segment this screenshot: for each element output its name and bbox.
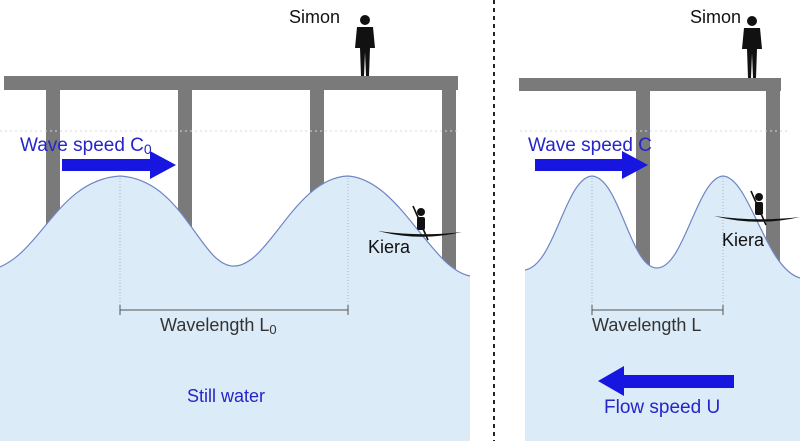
left-water-label: Still water — [187, 386, 265, 406]
left-pier-deck — [4, 76, 458, 90]
right-wave-speed-label: Wave speed C — [528, 135, 652, 156]
right-pier-deck — [519, 78, 781, 91]
right-panel: Wavelength L Wave speed C Flow speed U S… — [519, 7, 800, 441]
right-flow-speed-arrow — [598, 366, 734, 396]
left-water — [0, 176, 470, 441]
left-wave-speed-arrow — [62, 151, 176, 179]
right-water — [525, 176, 800, 441]
right-kayaker-label: Kiera — [722, 230, 765, 250]
left-observer-figure — [355, 15, 375, 76]
left-wave-surface — [0, 175, 470, 277]
left-wavelength-label: Wavelength L0 — [160, 315, 277, 337]
right-pier-pillar-2 — [766, 89, 780, 279]
right-flow-speed-label: Flow speed U — [604, 397, 720, 418]
left-wavelength-dimension — [119, 305, 349, 315]
left-panel: Wavelength L0 Wave speed C0 Still water … — [0, 7, 470, 441]
right-kayaker-figure — [714, 190, 800, 226]
right-wave-speed-arrow — [535, 151, 648, 179]
right-pier — [519, 78, 781, 279]
right-observer-figure — [742, 16, 762, 78]
right-wave-surface — [525, 175, 800, 279]
right-observer-label: Simon — [690, 7, 741, 27]
right-wavelength-dimension — [591, 305, 724, 315]
right-wavelength-label: Wavelength L — [592, 315, 701, 335]
right-pier-pillar-1 — [636, 89, 650, 279]
left-kayaker-figure — [378, 205, 462, 241]
left-pier-pillar-4 — [442, 88, 456, 278]
left-observer-label: Simon — [289, 7, 340, 27]
left-wave-speed-label: Wave speed C0 — [20, 135, 152, 157]
left-kayaker-label: Kiera — [368, 237, 411, 257]
